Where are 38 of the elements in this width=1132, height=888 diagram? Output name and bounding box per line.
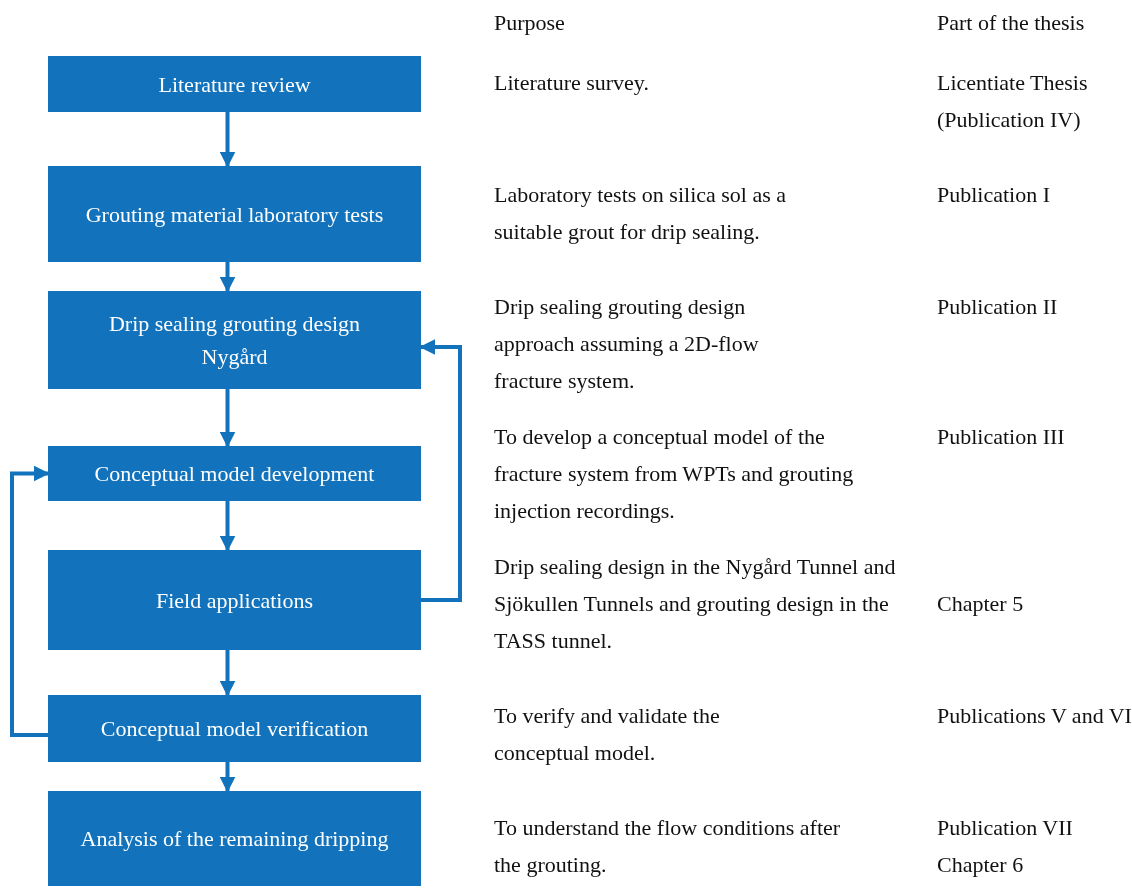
arrow: [219, 112, 236, 168]
arrow: [219, 501, 236, 552]
arrow: [219, 262, 236, 293]
table-text: Publication II: [937, 293, 1059, 321]
arrow: [219, 650, 236, 697]
table-text: Publication III: [937, 423, 1066, 451]
table-text: Licentiate Thesis (Publication IV): [937, 69, 1089, 134]
process-box: [48, 791, 421, 886]
column-header: Part of the thesis: [937, 9, 1086, 37]
process-box: [48, 446, 421, 501]
table-text: To understand the flow conditions after the grouting.: [494, 814, 842, 879]
box-label: Literature review: [158, 70, 311, 99]
process-box: [48, 56, 421, 112]
table-text: Publications V and VI: [937, 702, 1132, 730]
box-label: Drip sealing grouting design Nygård: [107, 310, 362, 371]
table-text: Publication VII: [937, 814, 1074, 842]
arrow: [219, 762, 236, 793]
column-header: Purpose: [494, 9, 566, 37]
table-text: Chapter 5: [937, 590, 1025, 618]
table-text: Laboratory tests on silica sol as a suitable grout for drip sealing.: [494, 181, 788, 246]
box-label: Conceptual model verification: [100, 715, 369, 743]
process-box: [48, 550, 421, 650]
box-label: Analysis of the remaining dripping: [80, 825, 389, 853]
table-text: Drip sealing grouting design approach assuming a 2D-flow fracture system.: [494, 293, 760, 395]
arrow: [10, 465, 50, 737]
table-text: Publication I: [937, 181, 1052, 209]
box-label: Conceptual model development: [94, 460, 375, 488]
process-box: [48, 291, 421, 389]
box-label: Grouting material laboratory tests: [85, 200, 384, 229]
table-text: Drip sealing design in the Nygård Tunnel and Sjökullen Tunnels and grouting design in the TASS tunnel.: [494, 553, 897, 655]
process-box: [48, 695, 421, 762]
table-text: Literature survey.: [494, 69, 650, 97]
arrow: [219, 389, 236, 448]
box-label: Field applications: [156, 586, 313, 615]
table-text: To develop a conceptual model of the fracture system from WPTs and grouting injection recordings.: [494, 423, 855, 525]
process-box: [48, 166, 421, 262]
table-text: Chapter 6: [937, 851, 1025, 879]
table-text: To verify and validate the conceptual model.: [494, 702, 721, 767]
